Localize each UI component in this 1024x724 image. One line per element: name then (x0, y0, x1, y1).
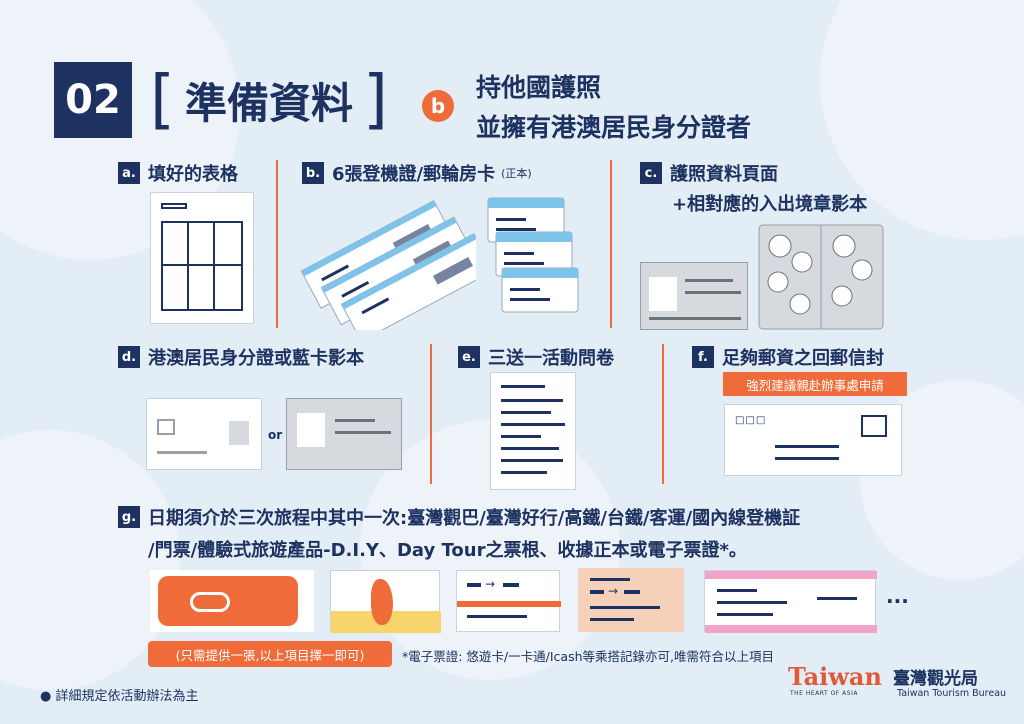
item-f-tag: f. (692, 346, 714, 368)
hk-id-card (146, 398, 262, 470)
item-e-tag: e. (458, 346, 480, 368)
arrow-icon: → (485, 577, 496, 591)
divider (430, 344, 432, 484)
item-c-text: 護照資料頁面 (670, 164, 778, 185)
ticket-train: → (456, 570, 561, 632)
category-badge: b (422, 90, 454, 122)
taiwan-map-icon (371, 579, 393, 625)
stamp-icon (767, 271, 789, 293)
section-number: 02 (54, 62, 132, 138)
stamp-icon (789, 293, 811, 315)
item-f-text: 足夠郵資之回郵信封 (722, 348, 884, 369)
passport-stamps-illustration (758, 224, 884, 330)
ticket-bus-icon (190, 592, 230, 612)
chip-icon (157, 419, 175, 435)
bracket-left: [ (150, 63, 175, 137)
more-indicator: ... (886, 584, 909, 608)
stamp-icon (831, 285, 853, 307)
item-f-label: f. 足夠郵資之回郵信封 (692, 344, 884, 370)
arrow-icon: → (608, 584, 619, 598)
section-title: [ 準備資料 ] (150, 64, 388, 136)
title-text: 準備資料 (184, 78, 353, 128)
stamp-icon (768, 234, 792, 258)
taiwan-brand-logo: Taiwan (788, 662, 882, 691)
item-d-text: 港澳居民身分證或藍卡影本 (148, 348, 364, 369)
subtitle-line2: 並擁有港澳居民身分證者 (476, 113, 752, 142)
item-g-text2: /門票/體驗式旅遊產品-D.I.Y、Day Tour之票根、收據正本或電子票證*… (148, 540, 747, 561)
person-icon (229, 421, 249, 445)
item-b-note: (正本) (501, 167, 532, 180)
etix-note: *電子票證: 悠遊卡/一卡通/Icash等乘搭記錄亦可,唯需符合以上項目 (402, 649, 774, 664)
form-illustration (150, 192, 254, 324)
item-c-text2: +相對應的入出境章影本 (672, 194, 868, 215)
stamp-icon (832, 234, 856, 258)
item-g-line1: g. 日期須介於三次旅程中其中一次:臺灣觀巴/臺灣好行/高鐵/台鐵/客運/國內線… (118, 504, 800, 530)
ticket-flight (704, 570, 877, 633)
bracket-right: ] (362, 63, 388, 137)
item-d-label: d. 港澳居民身分證或藍卡影本 (118, 344, 364, 370)
item-d-tag: d. (118, 346, 140, 368)
or-text: or (268, 428, 283, 442)
item-c-tag: c. (640, 162, 662, 184)
passport-photo-icon (649, 277, 677, 311)
item-a-text: 填好的表格 (148, 164, 238, 185)
item-b-label: b. 6張登機證/郵輪房卡 (正本) (302, 160, 532, 186)
bureau-name-en: Taiwan Tourism Bureau (897, 688, 1007, 699)
divider (610, 160, 612, 328)
stamp-icon (851, 259, 873, 281)
item-c-label: c. 護照資料頁面 (640, 160, 778, 186)
stamp-box-icon (861, 415, 887, 437)
passport-data-page (640, 262, 748, 330)
rules-note: ● 詳細規定依活動辦法為主 (40, 689, 199, 704)
return-envelope: □□□ (724, 404, 902, 476)
ticket-map (330, 570, 441, 633)
item-b-text: 6張登機證/郵輪房卡 (332, 164, 496, 185)
form-grid (161, 221, 243, 311)
item-b-tag: b. (302, 162, 324, 184)
stamp-icon (791, 251, 813, 273)
choose-one-pill: (只需提供一張,以上項目擇一即可) (148, 641, 392, 667)
questionnaire-illustration (490, 372, 576, 490)
ticket-hsr: → (578, 568, 684, 632)
form-header-box (161, 203, 187, 209)
postcode-boxes: □□□ (735, 415, 767, 426)
brand-tagline: THE HEART OF ASIA (790, 690, 858, 697)
advice-banner: 強烈建議親赴辦事處申請 (723, 372, 907, 396)
person-icon (297, 413, 325, 447)
divider (276, 160, 278, 328)
item-g-tag: g. (118, 506, 140, 528)
bureau-name-cn: 臺灣觀光局 (893, 669, 978, 689)
item-e-label: e. 三送一活動問卷 (458, 344, 614, 370)
item-a-tag: a. (118, 162, 140, 184)
item-a-label: a. 填好的表格 (118, 160, 238, 186)
divider (662, 344, 664, 484)
boarding-passes-illustration (300, 199, 476, 330)
ticket-bus (150, 570, 314, 632)
blue-card (286, 398, 402, 470)
cruise-cards-illustration (487, 197, 579, 313)
item-g-text1: 日期須介於三次旅程中其中一次:臺灣觀巴/臺灣好行/高鐵/台鐵/客運/國內線登機証 (148, 508, 801, 529)
item-e-text: 三送一活動問卷 (488, 348, 614, 369)
subtitle-line1: 持他國護照 (476, 73, 602, 102)
